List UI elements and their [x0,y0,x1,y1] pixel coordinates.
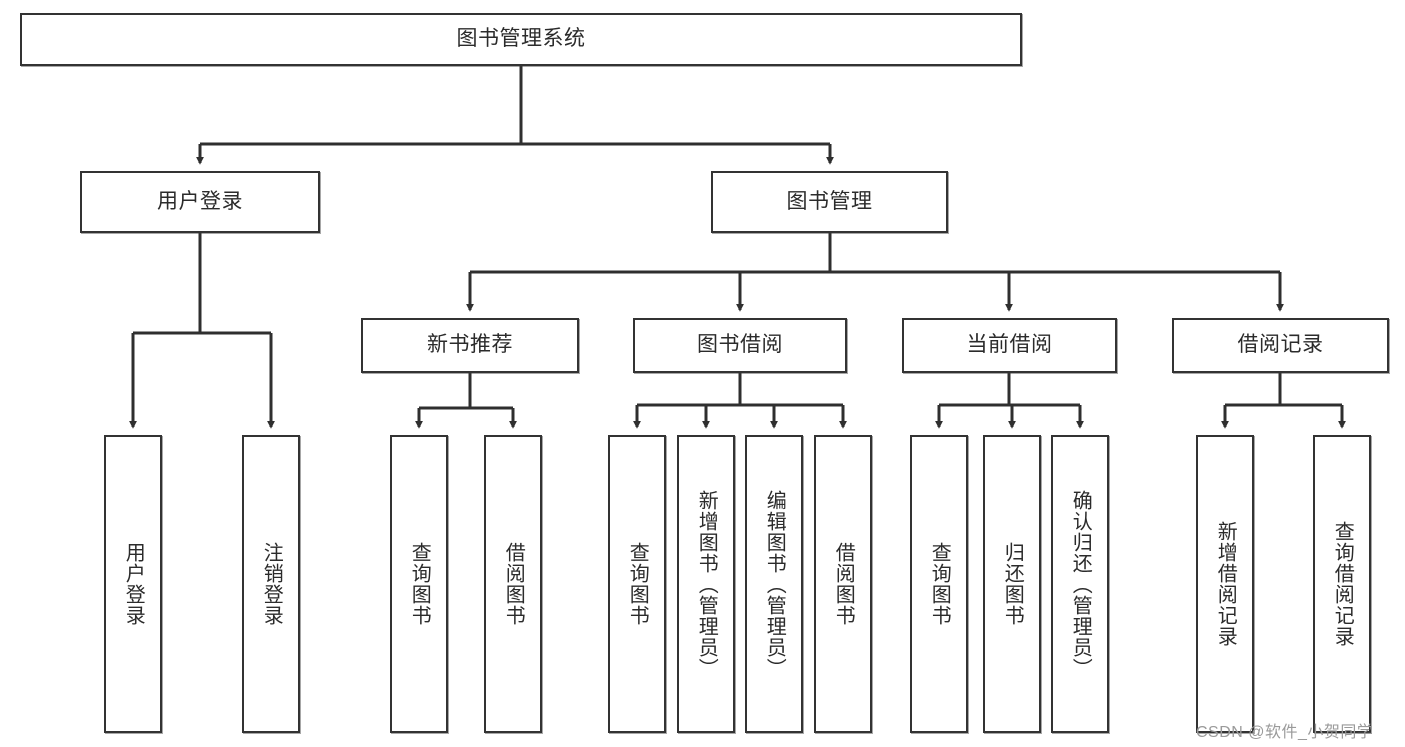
node-leaf-add-book[interactable]: 新增图书（管理员） [677,435,735,733]
node-leaf-confirm-return[interactable]: 确认归还（管理员） [1051,435,1109,733]
node-leaf-query-book-2-label: 查询图书 [626,542,649,626]
node-leaf-query-book-1-label: 查询图书 [408,542,431,626]
node-root-label: 图书管理系统 [456,27,586,51]
node-leaf-borrow-book-1-label: 借阅图书 [502,542,525,626]
node-leaf-user-login[interactable]: 用户登录 [104,435,162,733]
node-leaf-borrow-book-2-label: 借阅图书 [832,542,855,626]
node-leaf-return-book[interactable]: 归还图书 [983,435,1041,733]
node-leaf-query-book-1[interactable]: 查询图书 [390,435,448,733]
node-leaf-query-record[interactable]: 查询借阅记录 [1313,435,1371,733]
node-leaf-confirm-return-label: 确认归还（管理员） [1069,489,1092,679]
node-book-borrow[interactable]: 图书借阅 [633,318,847,373]
node-book-manage[interactable]: 图书管理 [711,171,948,233]
node-leaf-user-login-label: 用户登录 [122,542,145,626]
node-leaf-borrow-book-1[interactable]: 借阅图书 [484,435,542,733]
node-leaf-borrow-book-2[interactable]: 借阅图书 [814,435,872,733]
node-book-borrow-label: 图书借阅 [697,333,783,357]
node-leaf-query-record-label: 查询借阅记录 [1331,521,1354,647]
node-user-login-label: 用户登录 [157,189,243,213]
csdn-watermark: CSDN @软件_小贺同学 [1196,724,1374,741]
node-current-borrow[interactable]: 当前借阅 [902,318,1117,373]
node-leaf-edit-book-label: 编辑图书（管理员） [763,489,786,679]
node-borrow-record[interactable]: 借阅记录 [1172,318,1389,373]
node-user-login[interactable]: 用户登录 [80,171,320,233]
node-leaf-user-logout[interactable]: 注销登录 [242,435,300,733]
node-leaf-edit-book[interactable]: 编辑图书（管理员） [745,435,803,733]
node-new-book-rec-label: 新书推荐 [427,333,513,357]
node-leaf-return-book-label: 归还图书 [1001,542,1024,626]
node-current-borrow-label: 当前借阅 [966,333,1053,357]
node-leaf-query-book-3-label: 查询图书 [928,542,951,626]
node-book-manage-label: 图书管理 [786,189,873,213]
node-leaf-query-book-3[interactable]: 查询图书 [910,435,968,733]
node-leaf-add-book-label: 新增图书（管理员） [695,489,718,679]
node-leaf-add-record-label: 新增借阅记录 [1214,521,1237,647]
node-leaf-user-logout-label: 注销登录 [260,542,283,626]
node-leaf-add-record[interactable]: 新增借阅记录 [1196,435,1254,733]
node-leaf-query-book-2[interactable]: 查询图书 [608,435,666,733]
node-new-book-rec[interactable]: 新书推荐 [361,318,579,373]
node-borrow-record-label: 借阅记录 [1237,333,1324,357]
node-root[interactable]: 图书管理系统 [20,13,1022,66]
